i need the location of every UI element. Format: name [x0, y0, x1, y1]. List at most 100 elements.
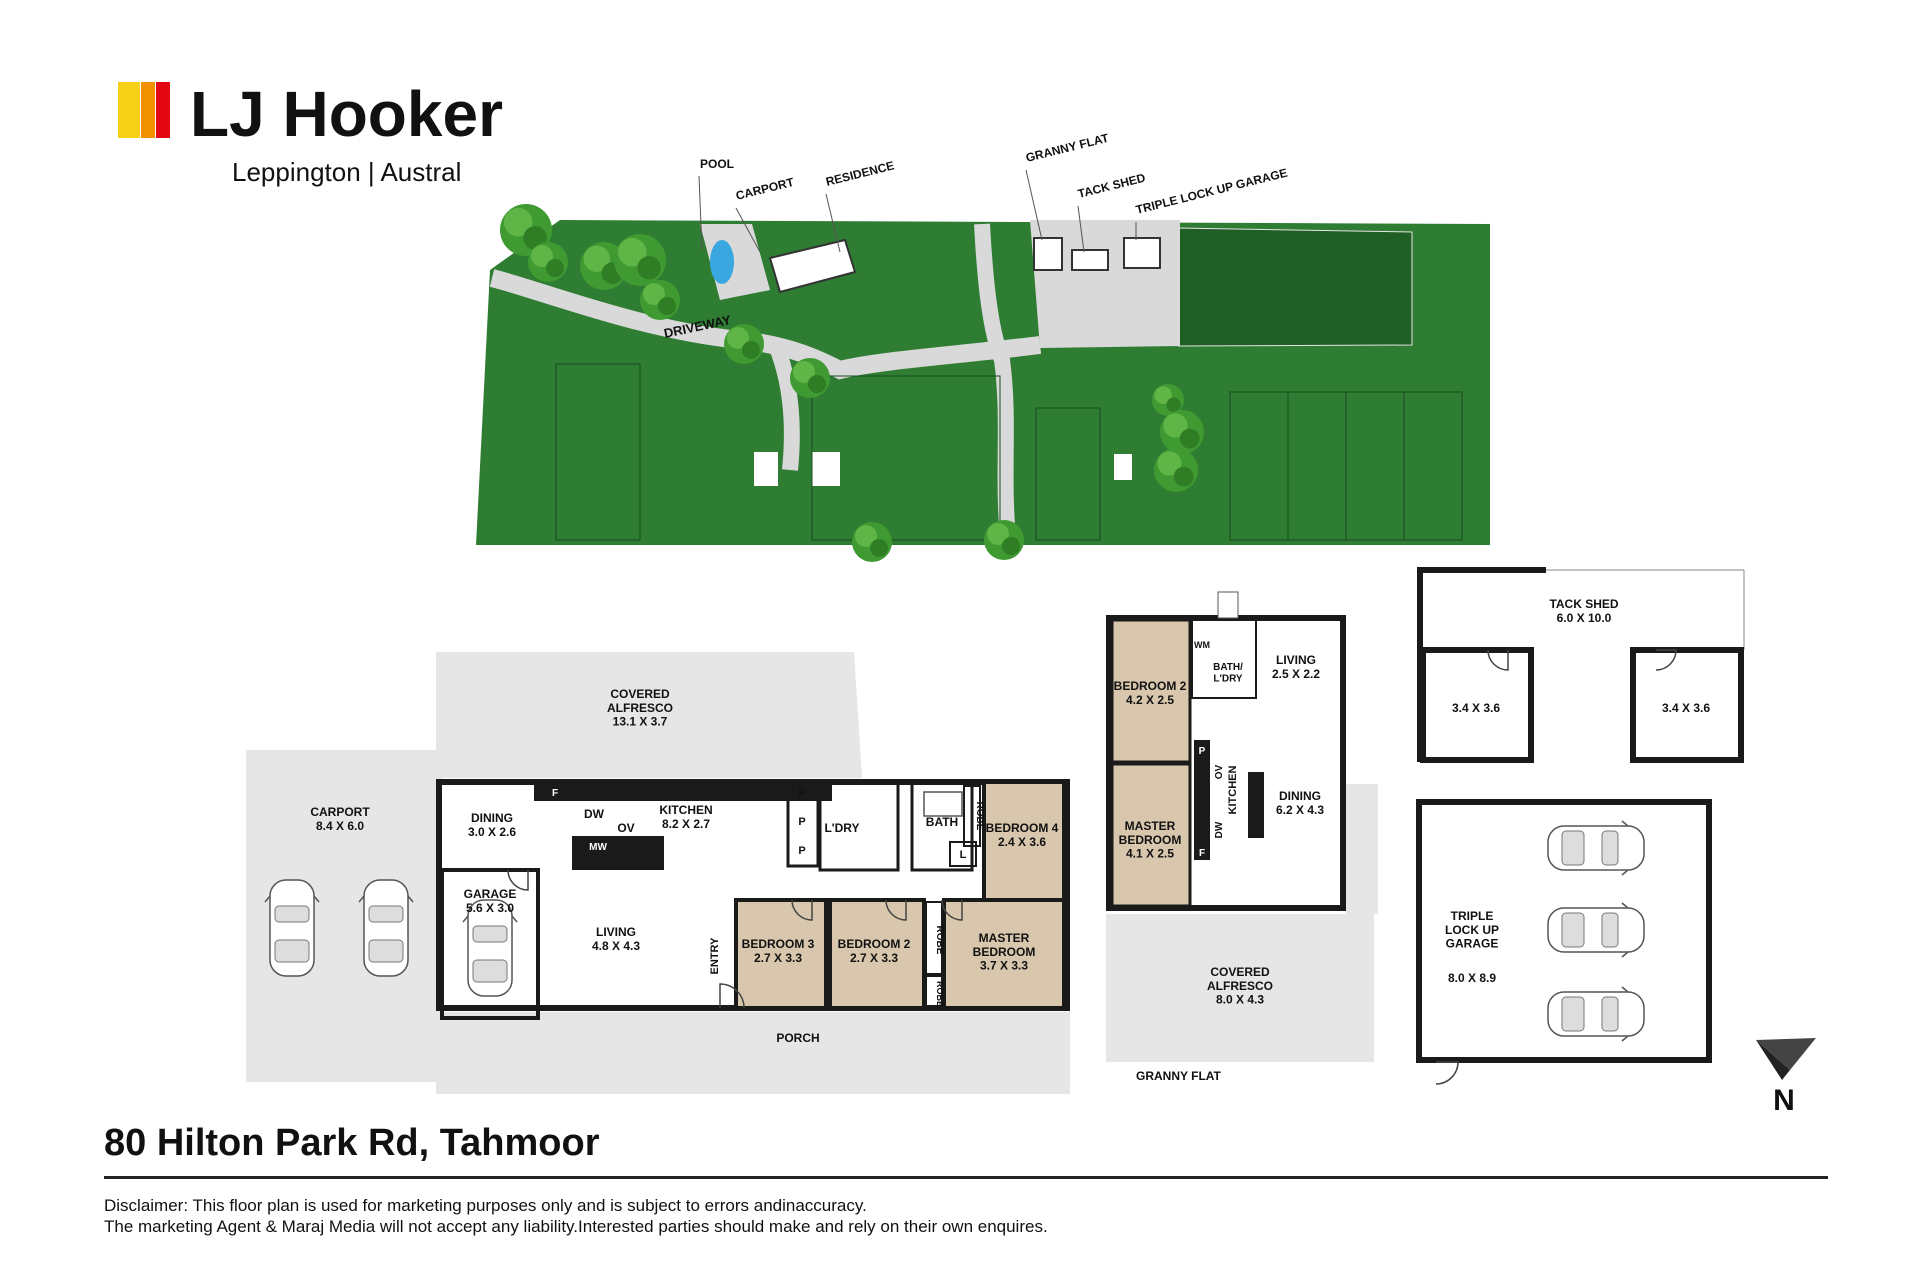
triple-garage-car-3 — [1547, 986, 1645, 1042]
triple-garage-label-line: GARAGE — [1446, 937, 1499, 951]
residence-covered-alfresco-size: 13.1 X 3.7 — [613, 715, 668, 729]
granny-living-label-line: LIVING — [1276, 653, 1316, 667]
granny-pantry-label-line: P — [1199, 746, 1206, 757]
site-shed-b — [812, 452, 840, 486]
residence-covered-alfresco-label-line: COVERED — [610, 687, 670, 701]
residence-bedroom-3-size: 2.7 X 3.3 — [754, 951, 802, 965]
site-residence — [768, 238, 857, 294]
residence-carport-size-line: 8.4 X 6.0 — [316, 819, 364, 833]
residence-carport-car-1-mirror — [313, 895, 320, 903]
residence-robe-3-label: ROBE — [935, 981, 945, 1007]
triple-garage-size-line: 8.0 X 8.9 — [1448, 971, 1496, 985]
site-tree-10-shade — [870, 539, 888, 557]
granny-master-bedroom-label-line: MASTER — [1125, 819, 1176, 833]
residence-fridge-label-line: F — [552, 788, 558, 799]
site-path — [768, 342, 800, 471]
residence-bedroom-4-size-line: 2.4 X 3.6 — [998, 835, 1046, 849]
residence-robe-1 — [963, 785, 981, 847]
residence-kitchen-label-line: KITCHEN — [659, 803, 712, 817]
residence-carport-label: CARPORT — [310, 805, 370, 819]
granny-living-size-line: 2.5 X 2.2 — [1272, 667, 1320, 681]
triple-garage-door — [1435, 1061, 1459, 1085]
callout-line-granny-flat — [1025, 169, 1043, 241]
residence-carport-car-1 — [264, 879, 320, 977]
tack-shed-label-line: TACK SHED — [1549, 597, 1618, 611]
triple-garage-car-1-windshield — [1601, 830, 1619, 866]
site-tree-11-highlight — [987, 523, 1009, 545]
granny-bath-laundry-label-line: BATH/ — [1213, 662, 1243, 673]
triple-garage-wall — [1416, 799, 1712, 1063]
triple-garage-car-3-rear-window — [1561, 996, 1585, 1032]
residence-carport-size: 8.4 X 6.0 — [316, 819, 364, 833]
site-tree-8-highlight — [1163, 413, 1188, 438]
residence-kitchen-size-line: 8.2 X 2.7 — [662, 817, 710, 831]
residence-porch-paving — [436, 1012, 1070, 1094]
granny-master-bedroom-size: 4.1 X 2.5 — [1126, 847, 1174, 861]
residence-robe-2-label-line: ROBE — [934, 926, 945, 955]
residence-living-size: 4.8 X 4.3 — [592, 939, 640, 953]
residence-bedroom-3-size-line: 2.7 X 3.3 — [754, 951, 802, 965]
granny-living-size: 2.5 X 2.2 — [1272, 667, 1320, 681]
callout-triple-garage: TRIPLE LOCK UP GARAGE — [1134, 166, 1289, 217]
residence-fridge-label: F — [552, 788, 558, 799]
triple-garage-car-1-mirror — [1621, 869, 1629, 876]
compass-arrow-icon — [1756, 1038, 1816, 1070]
granny-dw-label: DW — [1214, 821, 1225, 838]
granny-dining-label: DINING — [1279, 789, 1321, 803]
site-paddock-2 — [1035, 407, 1101, 541]
callout-residence: RESIDENCE — [824, 158, 895, 189]
disclaimer-line-2: The marketing Agent & Maraj Media will n… — [104, 1217, 1048, 1236]
site-tree-5-shade — [742, 341, 760, 359]
residence-living-label-line: LIVING — [596, 925, 636, 939]
granny-bedroom-2-floor — [1110, 618, 1192, 764]
callout-line-tack-shed — [1077, 205, 1085, 253]
residence-carport-car-2-mirror — [407, 895, 414, 903]
triple-garage-car-3-mirror — [1621, 986, 1629, 993]
site-paddock-1 — [811, 375, 1001, 541]
residence-door-garage — [507, 869, 529, 891]
residence-mw-label-line: MW — [589, 842, 607, 853]
site-tree-6-shade — [808, 375, 826, 393]
residence-bedroom-2-size-line: 2.7 X 3.3 — [850, 951, 898, 965]
site-tree-5-highlight — [727, 327, 749, 349]
residence-garage — [440, 868, 540, 1020]
granny-dining-size-line: 6.2 X 4.3 — [1276, 803, 1324, 817]
tack-shed-wall-top — [1417, 567, 1546, 762]
callout-pool: POOL — [700, 157, 734, 171]
residence-porch-label: PORCH — [776, 1031, 819, 1045]
granny-wm-label-line: WM — [1194, 640, 1210, 650]
residence-laundry-label: L'DRY — [824, 821, 859, 835]
triple-garage-size: 8.0 X 8.9 — [1448, 971, 1496, 985]
residence-robe-2-label: ROBE — [934, 926, 945, 955]
residence-robe-1-label: ROBE — [974, 802, 985, 831]
residence-pantry-2-label: P — [798, 816, 805, 828]
residence-bedroom-3-floor — [734, 898, 828, 1010]
site-tree-7-shade — [1166, 397, 1181, 412]
residence-garage-label: GARAGE — [464, 887, 517, 901]
granny-bath-laundry-label-line: L'DRY — [1213, 674, 1243, 685]
site-tack-shed — [1071, 249, 1109, 271]
triple-garage-car-2 — [1547, 902, 1645, 958]
residence-entry-label-line: ENTRY — [709, 937, 721, 975]
residence-dw-label-line: DW — [584, 807, 605, 821]
triple-garage-car-2-rear-window — [1561, 912, 1585, 948]
site-triple-garage — [1123, 237, 1161, 269]
triple-garage-car-3-mirror — [1621, 1035, 1629, 1042]
residence-robe-2 — [925, 901, 943, 975]
residence-bath-label: BATH — [926, 815, 958, 829]
granny-bath-laundry-label: BATH/L'DRY — [1213, 662, 1243, 685]
triple-garage-car-2-mirror — [1621, 951, 1629, 958]
residence-carport-car-2 — [358, 879, 414, 977]
granny-fridge-label: F — [1199, 848, 1205, 859]
site-tree-4-highlight — [643, 283, 665, 305]
site-tree-9-shade — [1173, 466, 1194, 487]
logo-office: Leppington | Austral — [232, 157, 461, 187]
callout-pool-line: POOL — [700, 157, 734, 171]
residence-bedroom-4-size: 2.4 X 3.6 — [998, 835, 1046, 849]
residence-linen — [949, 841, 977, 867]
tack-shed-room-right-size-line: 3.4 X 3.6 — [1662, 701, 1710, 715]
logo-wordmark: LJ Hooker — [190, 78, 503, 150]
